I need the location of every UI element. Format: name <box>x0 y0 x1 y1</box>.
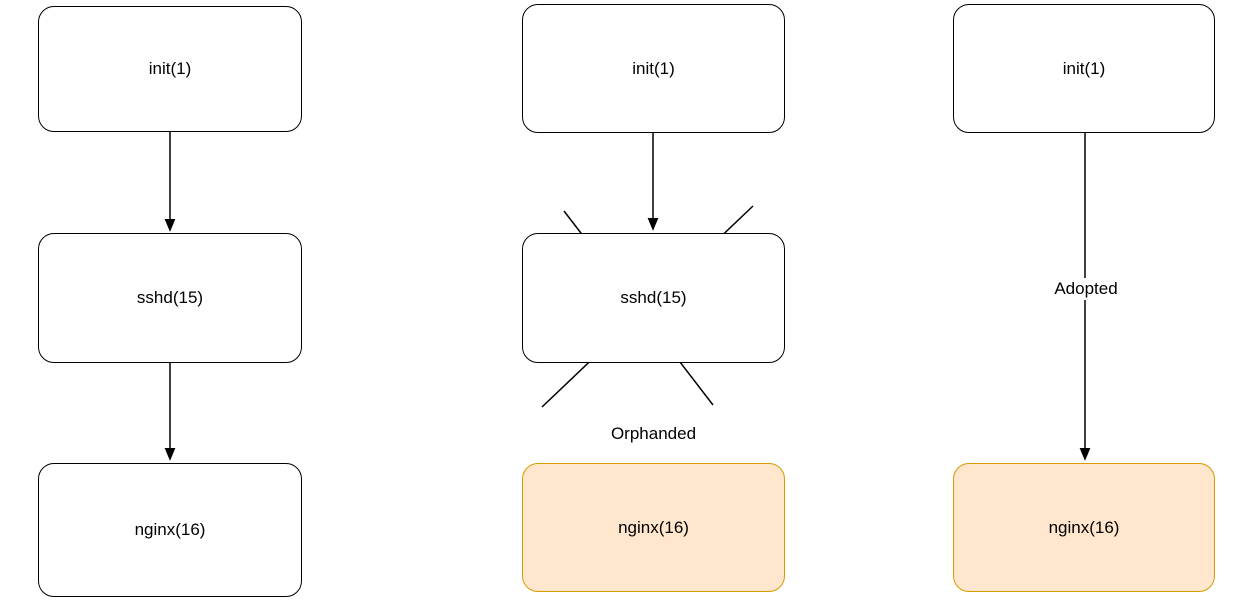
node-nginx-adopted-label: nginx(16) <box>1048 517 1120 537</box>
node-nginx-orphaned-label: nginx(16) <box>618 517 689 537</box>
node-sshd-normal-label: sshd(15) <box>136 288 204 307</box>
node-nginx-adopted: nginx(16) <box>953 463 1215 592</box>
node-init-normal: init(1) <box>38 6 302 132</box>
node-init-orphaned: init(1) <box>522 4 785 133</box>
node-nginx-normal: nginx(16) <box>38 463 302 597</box>
orphaned-caption: Orphanded <box>610 424 697 443</box>
node-init-normal-label: init(1) <box>148 59 192 78</box>
node-init-orphaned-label: init(1) <box>632 58 675 78</box>
node-nginx-normal-label: nginx(16) <box>134 520 206 539</box>
node-init-adopted: init(1) <box>953 4 1215 133</box>
node-sshd-crossed-out-label: sshd(15) <box>620 288 687 307</box>
node-init-adopted-label: init(1) <box>1062 58 1106 78</box>
adopted-edge-label: Adopted <box>1050 278 1122 300</box>
node-nginx-orphaned: nginx(16) <box>522 463 785 592</box>
node-sshd-normal: sshd(15) <box>38 233 302 363</box>
node-sshd-crossed-out: sshd(15) <box>522 233 785 363</box>
